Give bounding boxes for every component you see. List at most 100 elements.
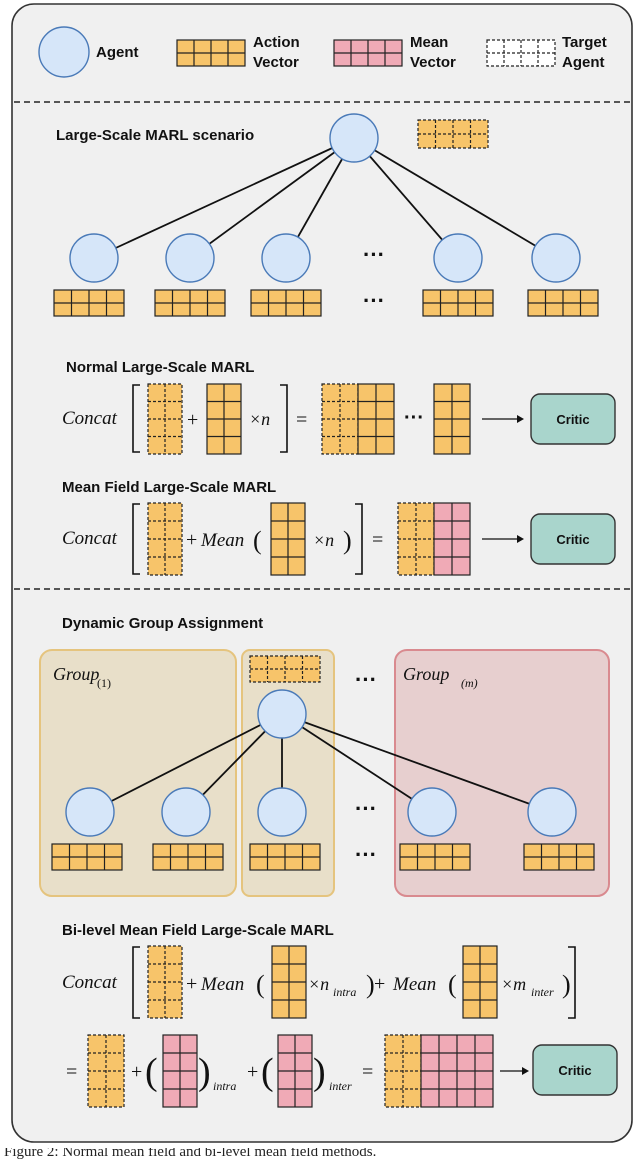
target-action-vector (417, 119, 489, 149)
action-vector (250, 289, 322, 317)
legend-action-label-2: Vector (253, 54, 299, 71)
target-agent-node (329, 113, 379, 163)
equals-sign: = (66, 1061, 77, 1083)
paren-open: ( (256, 970, 265, 999)
legend-mean-label-2: Vector (410, 54, 456, 71)
plus-sign: + (247, 1061, 258, 1083)
critic-label: Critic (558, 1063, 591, 1078)
intra-subscript: intra (333, 985, 356, 999)
critic-box-mean-field: Critic (530, 513, 616, 565)
legend-target-label-1: Target (562, 34, 607, 51)
agent-node (261, 233, 311, 283)
paren-open: ( (448, 970, 457, 999)
plus-sign: + (374, 973, 385, 995)
action-vector (399, 843, 471, 871)
bilevel-equation-line-1: Concat + Mean ( ×n intra ) + Mean ( ×m i… (62, 945, 576, 1019)
critic-label: Critic (556, 532, 589, 547)
paren-close: ) (343, 526, 352, 555)
action-column (462, 945, 498, 1019)
target-action-column (87, 1034, 125, 1108)
group-tree (89, 713, 553, 813)
critic-box-normal: Critic (530, 393, 616, 445)
inter-subscript: inter (329, 1079, 352, 1093)
dots-text: ··· (404, 407, 424, 429)
target-action-column (397, 502, 435, 576)
target-action-column (147, 945, 183, 1019)
paren-open: ( (261, 1051, 274, 1093)
legend-mean-label-1: Mean (410, 34, 448, 51)
section-normal-title: Normal Large-Scale MARL (66, 359, 254, 376)
legend-target-label-2: Agent (562, 54, 605, 71)
section-mean-field-title: Mean Field Large-Scale MARL (62, 479, 276, 496)
target-agent-node (257, 689, 307, 739)
action-vector (53, 289, 125, 317)
critic-label: Critic (556, 412, 589, 427)
mean-field-equation: Concat + Mean ( ×n ) = (62, 502, 524, 576)
times-n-text: ×n (313, 530, 334, 550)
equals-sign: = (362, 1061, 373, 1083)
plus-sign: + (131, 1061, 142, 1083)
agent-node (69, 233, 119, 283)
svg-text:(1): (1) (97, 676, 111, 690)
action-vector (154, 289, 226, 317)
agent-node (161, 787, 211, 837)
legend-agent-icon (38, 26, 90, 78)
result-matrix (384, 1034, 494, 1108)
mean-text: Mean (392, 974, 436, 995)
critic-box-bilevel: Critic (532, 1044, 618, 1096)
agent-node (433, 233, 483, 283)
agent-node (165, 233, 215, 283)
section-bilevel-title: Bi-level Mean Field Large-Scale MARL (62, 922, 334, 939)
scenario-dots-vectors: ··· (363, 288, 385, 313)
group-target-action-vector (249, 655, 321, 683)
group-agents-dots: ··· (355, 796, 377, 821)
mean-vector-column (433, 502, 471, 576)
svg-text:(m): (m) (461, 676, 478, 690)
plus-sign: + (186, 973, 197, 995)
target-action-column (321, 383, 359, 455)
mean-vector-column (162, 1034, 198, 1108)
action-column (271, 945, 307, 1019)
target-action-column (147, 502, 183, 576)
action-vector (527, 289, 599, 317)
svg-text:Group: Group (53, 664, 99, 684)
paren-open: ( (253, 526, 262, 555)
paren-close: ) (198, 1051, 211, 1093)
action-column (357, 383, 395, 455)
agent-node (65, 787, 115, 837)
legend: Agent Action Vector Mean Vector Target (38, 26, 607, 78)
action-vector (152, 843, 224, 871)
plus-sign: + (186, 529, 197, 551)
legend-mean-vector-icon (333, 39, 403, 67)
target-action-column (147, 383, 183, 455)
action-vector (51, 843, 123, 871)
agent-node (257, 787, 307, 837)
paren-close: ) (366, 970, 375, 999)
equals-sign: = (296, 409, 307, 431)
inter-subscript: inter (531, 985, 554, 999)
group-vectors-dots: ··· (355, 842, 377, 867)
intra-subscript: intra (213, 1079, 236, 1093)
action-column (270, 502, 306, 576)
legend-action-vector-icon (176, 39, 246, 67)
action-vector (523, 843, 595, 871)
concat-text: Concat (62, 972, 118, 993)
bilevel-equation-line-2: = + ( ) intra + ( ) inter = (66, 1034, 529, 1108)
times-n-text: ×n (249, 409, 270, 429)
group-m-label: Group (m) (403, 664, 478, 690)
section-dynamic-title: Dynamic Group Assignment (62, 615, 263, 632)
concat-text: Concat (62, 408, 118, 429)
group-dots: ··· (355, 667, 377, 692)
action-vector (422, 289, 494, 317)
group-1-label: Group (1) (53, 664, 111, 690)
paren-close: ) (562, 970, 571, 999)
svg-text:Group: Group (403, 664, 449, 684)
group-agents (65, 787, 577, 837)
action-column (433, 383, 471, 455)
scenario-agents (69, 233, 581, 283)
action-vector (249, 843, 321, 871)
mean-vector-column (277, 1034, 313, 1108)
agent-node (527, 787, 577, 837)
legend-action-label-1: Action (253, 34, 300, 51)
mean-text: Mean (200, 530, 244, 551)
